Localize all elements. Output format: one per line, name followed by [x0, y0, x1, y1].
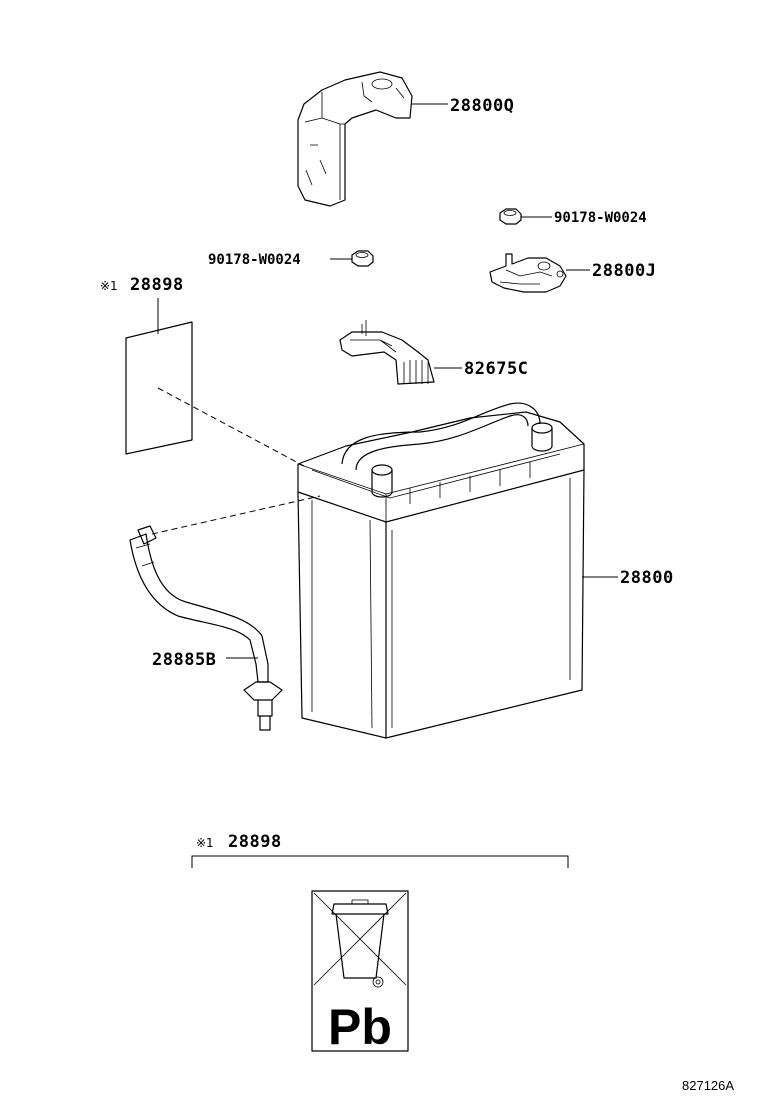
nut-lower	[351, 250, 374, 267]
note-part-number-bottom: 28898	[228, 832, 282, 852]
part-number-terminal-clamp: 28800J	[592, 261, 656, 281]
battery	[297, 402, 585, 739]
note-mark-label: ※1	[100, 279, 118, 293]
part-number-wire-harness: 82675C	[464, 359, 528, 379]
part-number-nut-lower: 90178-W0024	[208, 252, 301, 268]
nut-upper	[499, 208, 522, 225]
recycling-symbol: Pb	[311, 890, 409, 1055]
pb-mark: Pb	[328, 999, 392, 1055]
vent-hose	[129, 525, 283, 731]
terminal-clamp	[489, 253, 567, 293]
note-mark-bottom: ※1	[196, 836, 214, 850]
dash-label-to-battery	[157, 387, 305, 467]
battery-cover	[297, 71, 413, 207]
dash-hose-to-battery	[151, 495, 321, 535]
wire-harness	[339, 320, 435, 385]
label-sheet	[125, 321, 193, 455]
part-number-nut-upper: 90178-W0024	[554, 210, 647, 226]
part-number-label-sheet: 28898	[130, 275, 184, 295]
part-number-cover: 28800Q	[450, 96, 514, 116]
note-bracket	[191, 855, 569, 868]
part-number-hose: 28885B	[152, 650, 216, 670]
part-number-battery: 28800	[620, 568, 674, 588]
figure-code: 827126A	[682, 1078, 734, 1093]
